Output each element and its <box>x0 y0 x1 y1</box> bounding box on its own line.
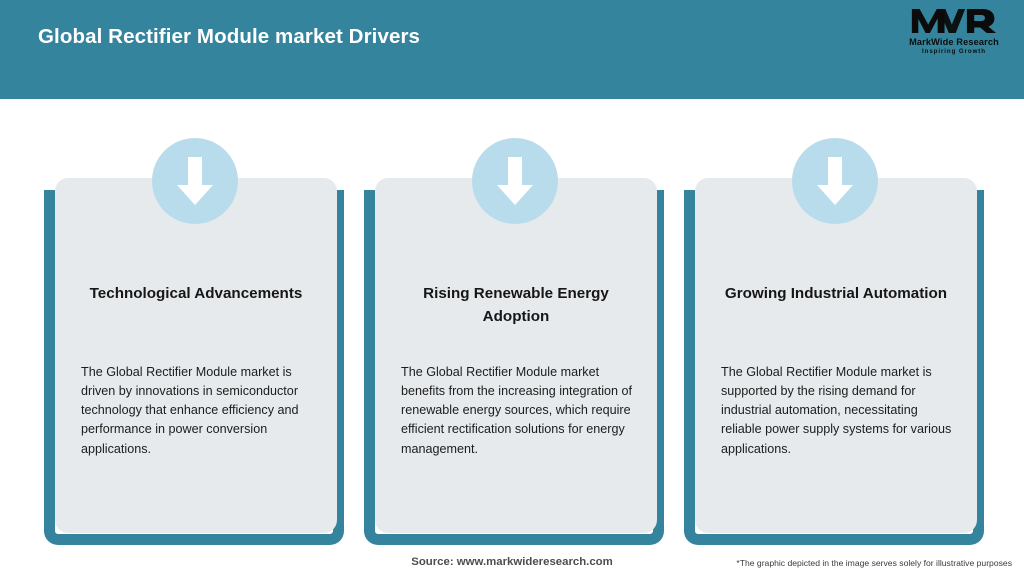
card-title: Technological Advancements <box>89 285 303 302</box>
header-band: Global Rectifier Module market Drivers M… <box>0 0 1024 99</box>
card-surface: Technological Advancements The Global Re… <box>55 178 337 533</box>
card-body-text: The Global Rectifier Module market is su… <box>721 365 952 456</box>
logo-tagline: Inspiring Growth <box>922 48 986 55</box>
page-title: Global Rectifier Module market Drivers <box>38 25 421 48</box>
card-accent-frame <box>684 190 984 545</box>
card-surface: Rising Renewable Energy Adoption The Glo… <box>375 178 657 533</box>
brand-logo: MarkWide Research Inspiring Growth <box>896 6 1012 62</box>
card-surface: Growing Industrial Automation The Global… <box>695 178 977 533</box>
down-arrow-glyph <box>177 157 213 205</box>
down-arrow-icon <box>792 138 878 224</box>
card-body-text: The Global Rectifier Module market is dr… <box>81 365 299 456</box>
disclaimer-label: *The graphic depicted in the image serve… <box>736 558 1012 568</box>
mwr-monogram-icon <box>911 8 997 34</box>
driver-card-1[interactable]: Technological Advancements The Global Re… <box>36 138 354 548</box>
driver-card-2[interactable]: Rising Renewable Energy Adoption The Glo… <box>356 138 674 548</box>
down-arrow-icon <box>152 138 238 224</box>
card-accent-frame <box>364 190 664 545</box>
down-arrow-icon <box>472 138 558 224</box>
driver-card-3[interactable]: Growing Industrial Automation The Global… <box>676 138 994 548</box>
down-arrow-glyph <box>497 157 533 205</box>
card-title: Rising Renewable Energy Adoption <box>423 285 609 325</box>
logo-company-name: MarkWide Research <box>909 37 999 47</box>
card-body-text: The Global Rectifier Module market benef… <box>401 365 633 456</box>
source-label: Source: www.markwideresearch.com <box>411 556 613 568</box>
card-title: Growing Industrial Automation <box>724 285 948 302</box>
card-accent-frame <box>44 190 344 545</box>
down-arrow-glyph <box>817 157 853 205</box>
